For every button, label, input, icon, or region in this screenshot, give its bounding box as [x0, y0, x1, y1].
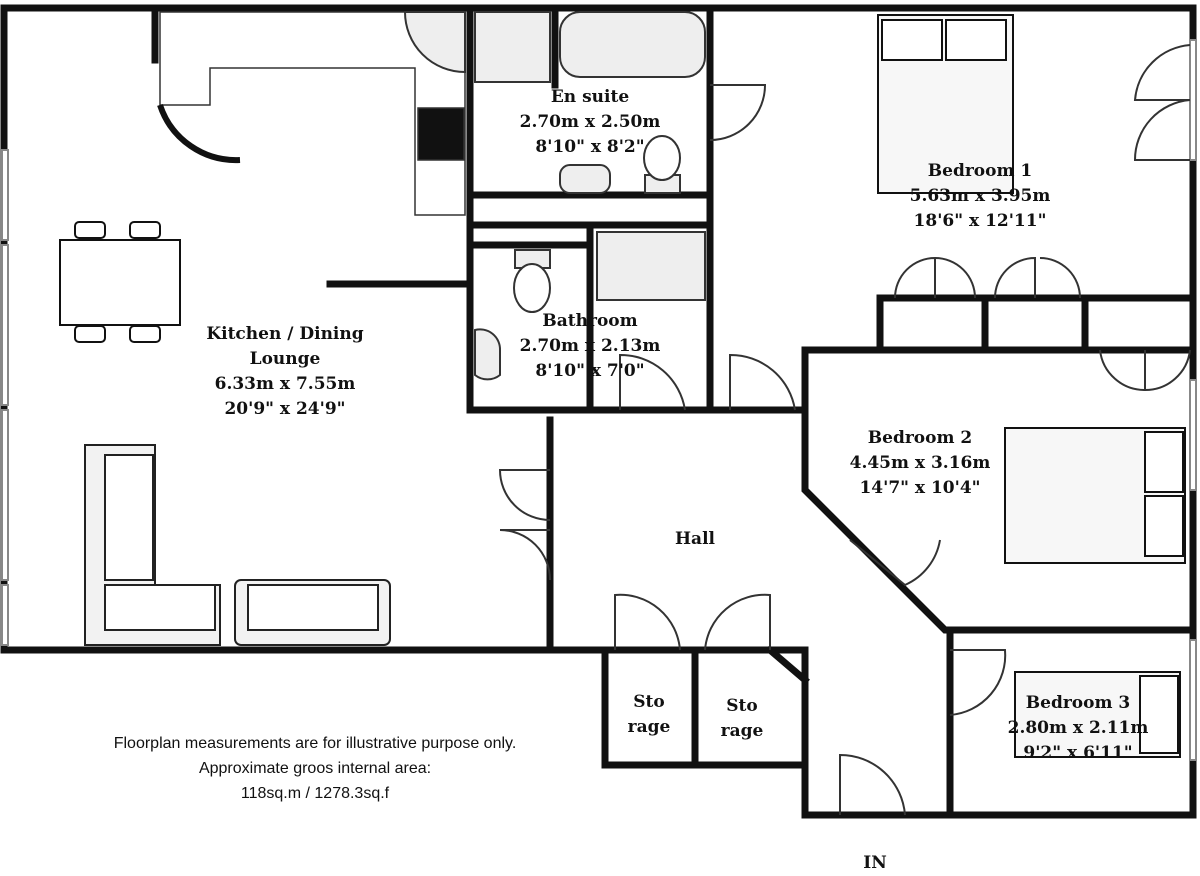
disclaimer-line2: Approximate groos internal area: — [198, 760, 432, 777]
bathroom-label: Bathroom 2.70m x 2.13m 8'10" x 7'0" — [490, 309, 690, 384]
storage1-line2: rage — [627, 717, 671, 737]
windows — [1, 39, 1197, 761]
kitchen-label: Kitchen / Dining Lounge 6.33m x 7.55m 20… — [185, 322, 385, 422]
storage1-label: Sto rage — [609, 690, 689, 740]
bedroom1-imperial: 18'6" x 12'11" — [913, 211, 1047, 231]
disclaimer: Floorplan measurements are for illustrat… — [40, 731, 590, 806]
storage2-line2: rage — [720, 721, 764, 741]
bedroom3-imperial: 9'2" x 6'11" — [1023, 743, 1133, 763]
ensuite-metric: 2.70m x 2.50m — [519, 112, 661, 132]
bathroom-fixtures — [403, 11, 706, 381]
bathroom-imperial: 8'10" x 7'0" — [535, 361, 645, 381]
storage2-line1: Sto — [726, 696, 758, 716]
kitchen-metric: 6.33m x 7.55m — [214, 374, 356, 394]
bathroom-name: Bathroom — [542, 311, 638, 331]
beds — [877, 14, 1186, 758]
kitchen-counter — [157, 11, 466, 216]
dining-table — [59, 221, 181, 343]
sofa — [84, 444, 391, 646]
entrance-label: IN — [863, 853, 887, 873]
ensuite-name: En suite — [550, 87, 630, 107]
bedroom3-name: Bedroom 3 — [1025, 693, 1131, 713]
bathroom-metric: 2.70m x 2.13m — [519, 336, 661, 356]
bedroom1-metric: 5.63m x 3.95m — [909, 186, 1051, 206]
hall-name: Hall — [675, 529, 715, 549]
ensuite-imperial: 8'10" x 8'2" — [535, 137, 645, 157]
storage2-label: Sto rage — [702, 694, 782, 744]
ensuite-label: En suite 2.70m x 2.50m 8'10" x 8'2" — [490, 85, 690, 160]
bedroom2-metric: 4.45m x 3.16m — [849, 453, 991, 473]
storage1-line1: Sto — [633, 692, 665, 712]
disclaimer-line1: Floorplan measurements are for illustrat… — [113, 735, 517, 752]
bedroom2-imperial: 14'7" x 10'4" — [859, 478, 981, 498]
bedroom2-label: Bedroom 2 4.45m x 3.16m 14'7" x 10'4" — [820, 426, 1020, 501]
kitchen-name-line1: Kitchen / Dining — [206, 324, 364, 344]
disclaimer-line3: 118sq.m / 1278.3sq.f — [240, 785, 390, 802]
doors — [498, 44, 1191, 816]
bedroom2-name: Bedroom 2 — [867, 428, 973, 448]
bedroom1-label: Bedroom 1 5.63m x 3.95m 18'6" x 12'11" — [880, 159, 1080, 234]
bedroom3-label: Bedroom 3 2.80m x 2.11m 9'2" x 6'11" — [978, 691, 1178, 766]
bedroom1-name: Bedroom 1 — [927, 161, 1033, 181]
bedroom3-metric: 2.80m x 2.11m — [1007, 718, 1149, 738]
kitchen-name-line2: Lounge — [249, 349, 321, 369]
kitchen-imperial: 20'9" x 24'9" — [224, 399, 346, 419]
hall-label: Hall — [645, 527, 745, 552]
